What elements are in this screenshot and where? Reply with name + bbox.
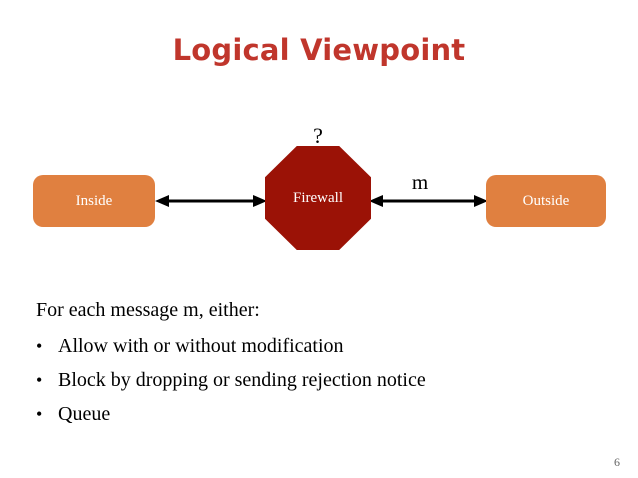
diagram-arrows [155, 195, 488, 207]
node-firewall: Firewall [265, 146, 371, 250]
list-item: • Allow with or without modification [36, 331, 616, 361]
list-item: • Block by dropping or sending rejection… [36, 365, 616, 395]
page-number: 6 [614, 455, 620, 469]
list-item-label: Queue [58, 403, 111, 425]
bullet-icon: • [36, 336, 43, 356]
node-inside: Inside [33, 175, 155, 227]
question-mark-label: ? [313, 123, 323, 148]
body-text: For each message m, either: • Allow with… [36, 295, 616, 433]
firewall-diagram: Inside Firewall Outside ? m [0, 110, 638, 270]
bullet-icon: • [36, 404, 43, 424]
list-item-label: Block by dropping or sending rejection n… [58, 369, 426, 391]
lead-text: For each message m, either: [36, 299, 260, 321]
message-m-label: m [411, 170, 429, 194]
bullet-icon: • [36, 370, 43, 390]
page-title: Logical Viewpoint [172, 33, 466, 67]
list-item-label: Allow with or without modification [58, 335, 344, 357]
node-outside: Outside [486, 175, 606, 227]
list-item: • Queue [36, 399, 616, 429]
